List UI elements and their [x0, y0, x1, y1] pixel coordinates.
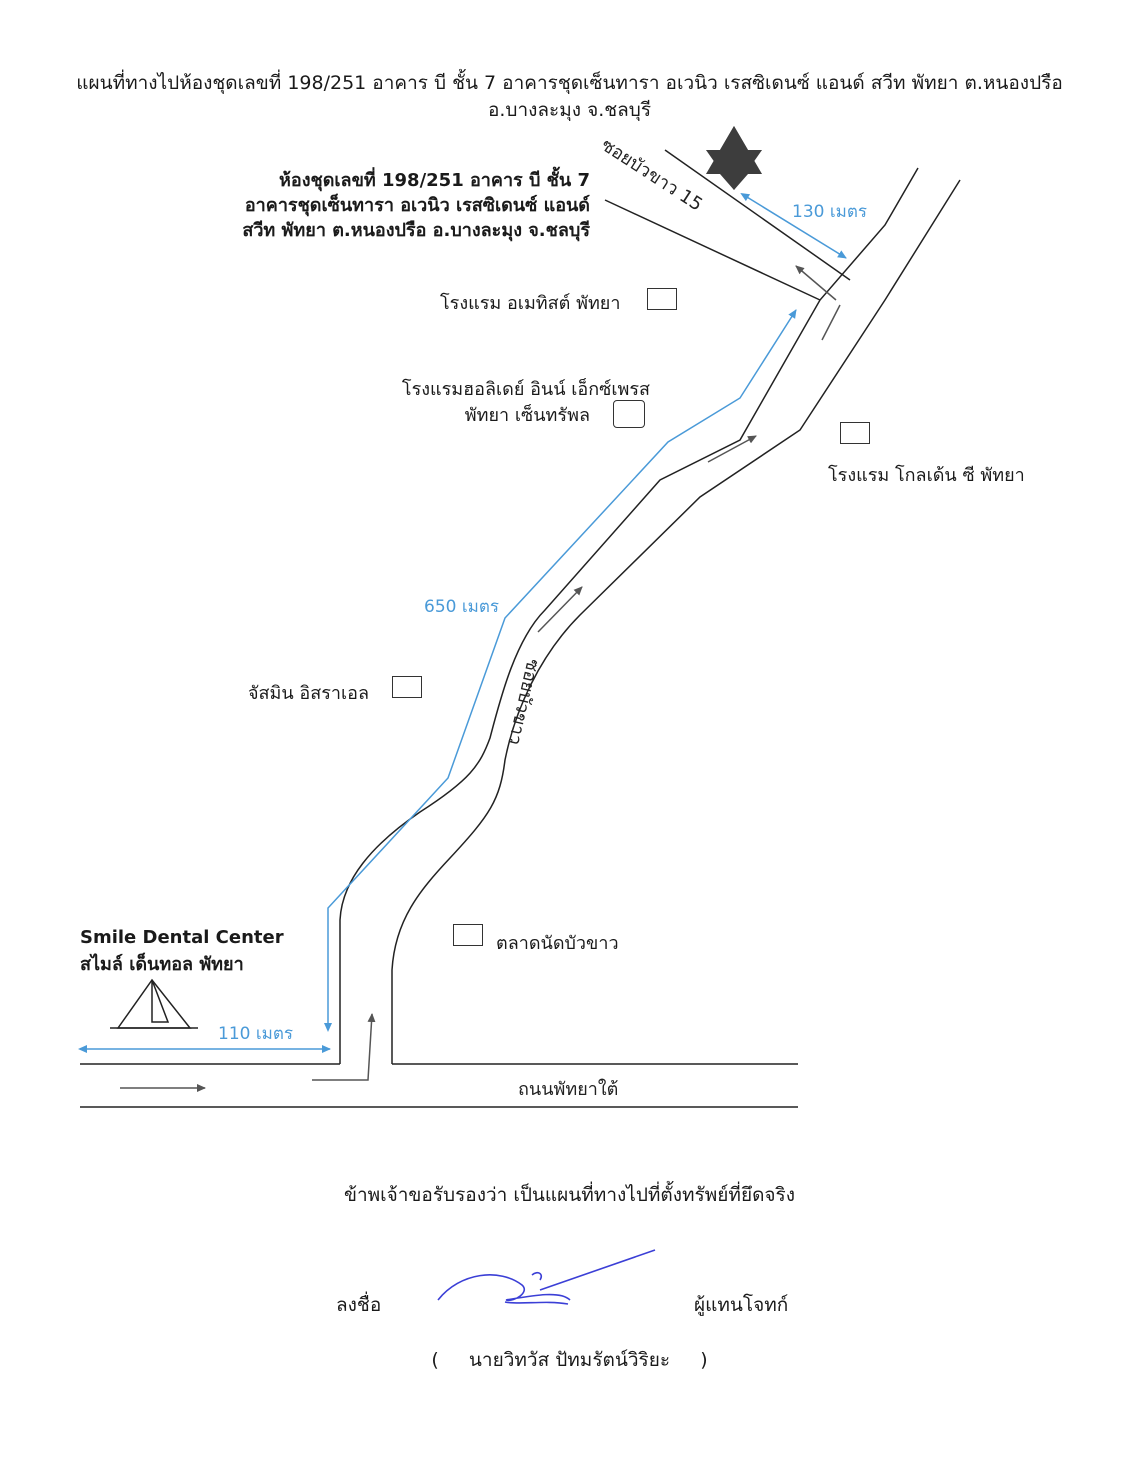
certification-statement: ข้าพเจ้าขอรับรองว่า เป็นแผนที่ทางไปที่ตั… — [343, 1184, 796, 1206]
landmark-holiday-inn-label2: พัทยา เซ็นทรัพล — [464, 405, 590, 426]
clinic-name-th: สไมล์ เด็นทอล พัทยา — [80, 954, 244, 975]
landmark-golden-sea-label: โรงแรม โกลเด้น ซี พัทยา — [828, 465, 1025, 486]
main-road-label: ถนนพัทยาใต้ — [518, 1078, 618, 1100]
distance-130: 130 เมตร — [792, 202, 868, 222]
landmark-holiday-inn-marker — [613, 400, 645, 428]
blue-route — [78, 192, 847, 1053]
distance-650: 650 เมตร — [424, 597, 500, 617]
distance-110: 110 เมตร — [218, 1024, 294, 1044]
signature-label: ลงชื่อ — [336, 1294, 382, 1316]
landmark-holiday-inn-label1: โรงแรมฮอลิเดย์ อินน์ เอ็กซ์เพรส — [401, 379, 650, 400]
signature-mark — [437, 1249, 656, 1305]
destination-line2: อาคารชุดเซ็นทารา อเวนิว เรสซิเดนซ์ แอนด์ — [244, 195, 590, 216]
destination-line1: ห้องชุดเลขที่ 198/251 อาคาร บี ชั้น 7 — [279, 170, 590, 191]
map-title-line1: แผนที่ทางไปห้องชุดเลขที่ 198/251 อาคาร บ… — [76, 72, 1063, 94]
destination-line3: สวีท พัทยา ต.หนองปรือ อ.บางละมุง จ.ชลบุร… — [242, 220, 590, 241]
clinic-label: Smile Dental Center สไมล์ เด็นทอล พัทยา — [80, 924, 284, 978]
destination-label: ห้องชุดเลขที่ 198/251 อาคาร บี ชั้น 7 อา… — [170, 168, 590, 243]
landmark-amethyst-marker — [647, 288, 677, 310]
map-title: แผนที่ทางไปห้องชุดเลขที่ 198/251 อาคาร บ… — [0, 70, 1139, 124]
clinic-name-en: Smile Dental Center — [80, 927, 284, 948]
signer-role: ผู้แทนโจทก์ — [694, 1294, 789, 1316]
tent-icon — [110, 978, 198, 1029]
landmark-amethyst-label: โรงแรม อเมทิสต์ พัทยา — [440, 293, 621, 314]
landmark-market-marker — [453, 924, 483, 946]
map-title-line2: อ.บางละมุง จ.ชลบุรี — [487, 99, 652, 121]
landmark-market-label: ตลาดนัดบัวขาว — [496, 933, 619, 954]
landmark-golden-sea-marker — [840, 422, 870, 444]
signer-name: ( นายวิทวัส ปัทมรัตน์วิริยะ ) — [431, 1349, 708, 1371]
landmark-jasmine-label: จัสมิน อิสราเอล — [248, 683, 369, 704]
landmark-jasmine-marker — [392, 676, 422, 698]
star-icon — [706, 126, 762, 190]
main-road — [80, 1063, 798, 1108]
